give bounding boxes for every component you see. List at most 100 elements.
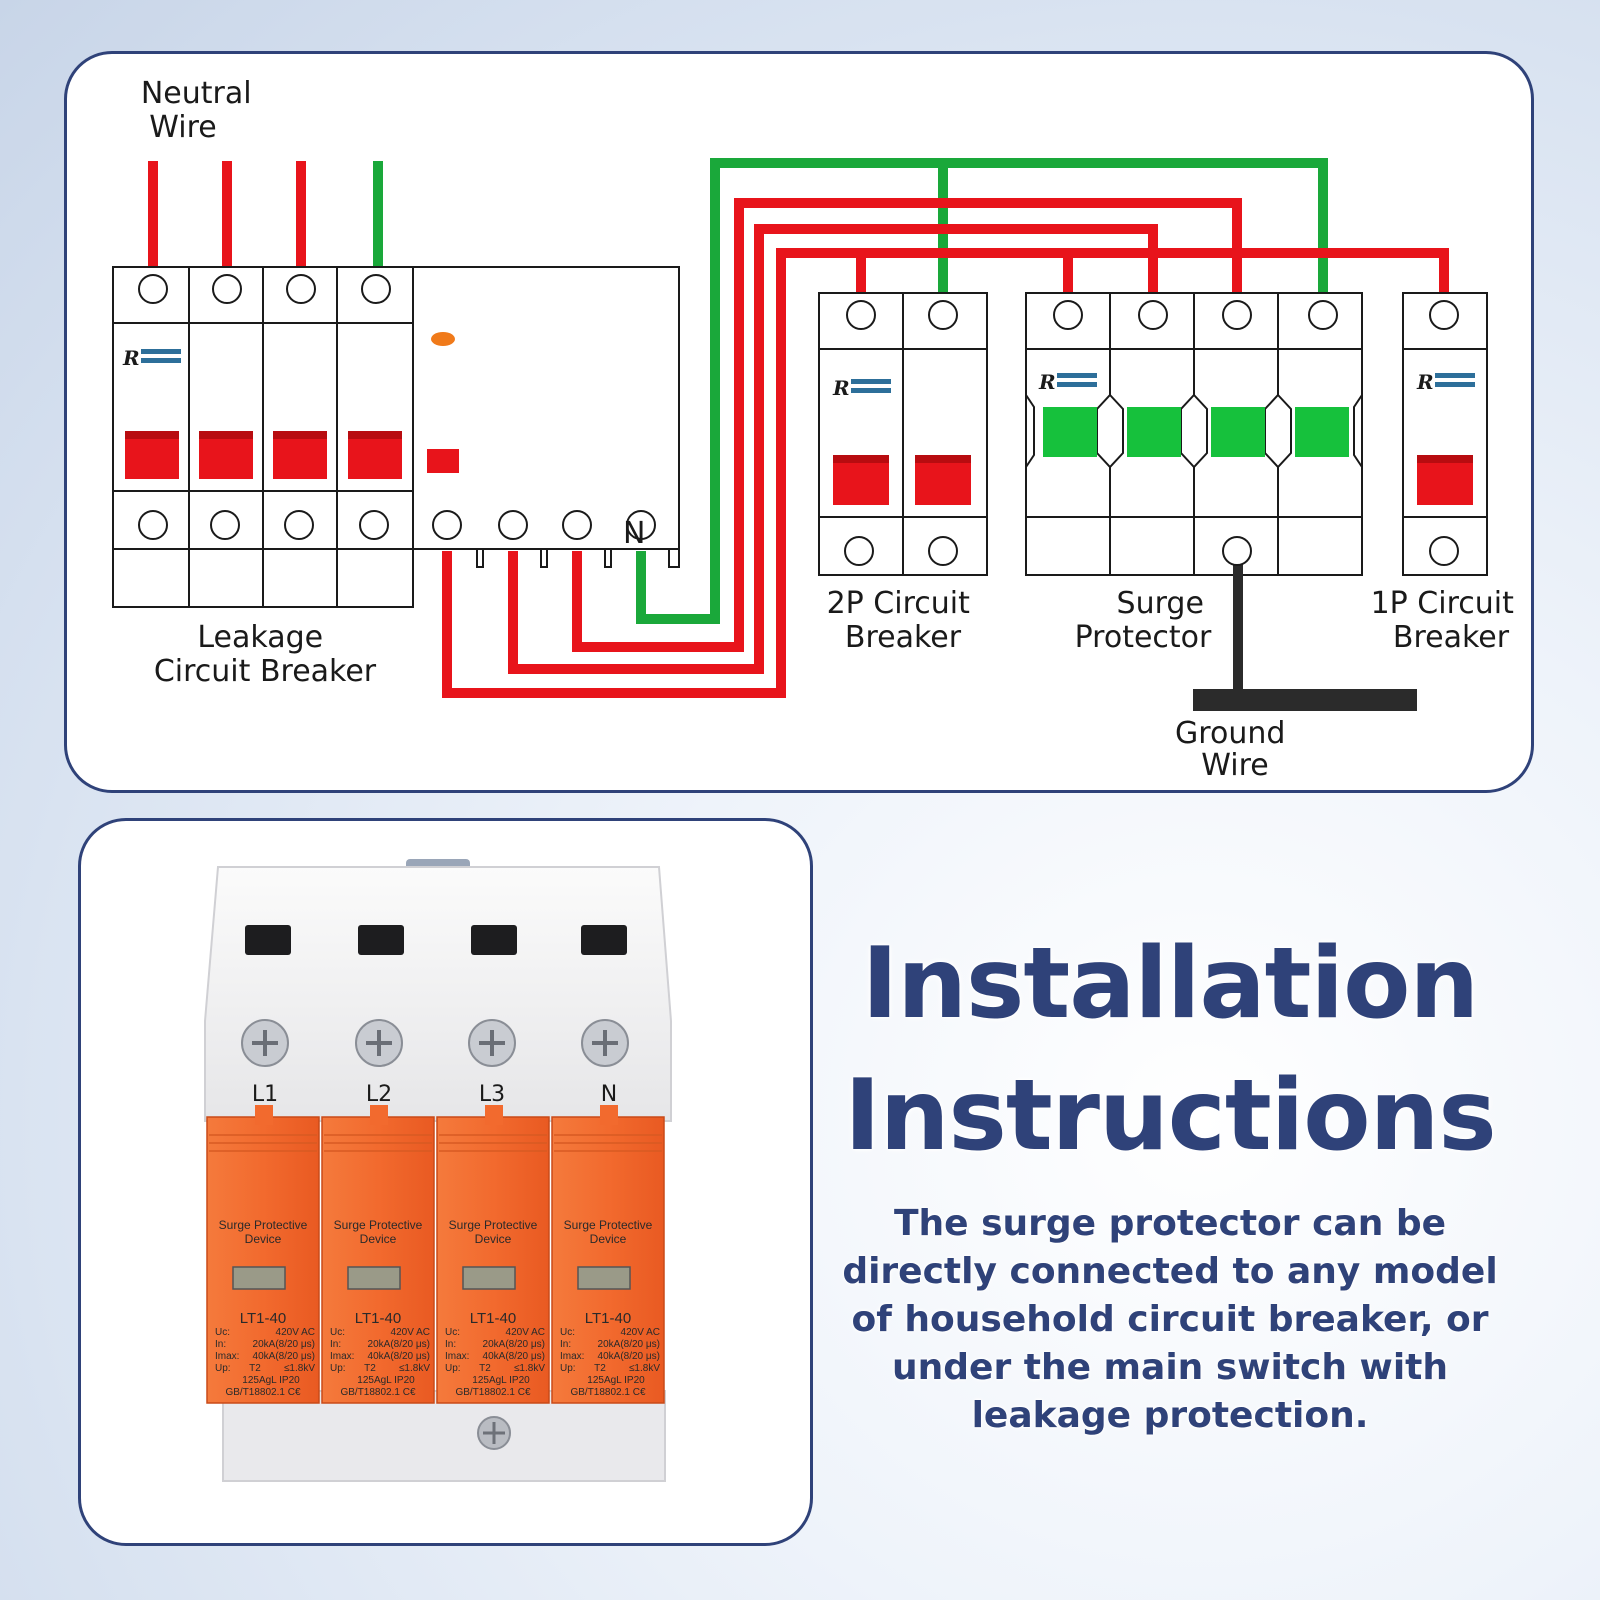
ground-wire-label: Ground Wire (1175, 716, 1295, 783)
spec-key: Imax: (445, 1351, 469, 1362)
surge-indicator-windows (1043, 407, 1349, 457)
surge-protector-device: L1 L2 L3 N Surge ProtectiveDeviceLT1-40U… (204, 859, 672, 1482)
title-line-1: Installation (861, 927, 1479, 1041)
spec-value: 40kA(8/20 μs) (368, 1351, 430, 1362)
module-title: Surge Protective (564, 1218, 653, 1232)
two-pole-breaker-label: 2P Circuit Breaker (827, 586, 980, 655)
spec-value: ≤1.8kV (284, 1363, 315, 1374)
title-line-2: Instructions (844, 1059, 1496, 1173)
spec-value: ≤1.8kV (629, 1363, 660, 1374)
spec-key: Imax: (215, 1351, 239, 1362)
class-badge: T2 (594, 1363, 606, 1374)
leakage-breaker-label: Leakage Circuit Breaker (154, 620, 377, 689)
spec-value: 40kA(8/20 μs) (598, 1351, 660, 1362)
leakage-circuit-breaker: R (112, 266, 680, 608)
test-indicator (431, 332, 455, 346)
standard-mark: GB/T18802.1 C€ (570, 1387, 645, 1398)
spec-key: Uc: (330, 1327, 345, 1338)
spec-value: 420V AC (391, 1327, 430, 1338)
terminal-label-n: N (601, 1082, 617, 1107)
breaker-handles (125, 431, 459, 479)
spec-key: In: (560, 1339, 571, 1350)
module-title: Surge Protective (334, 1218, 423, 1232)
spec-value: 20kA(8/20 μs) (253, 1339, 315, 1350)
one-pole-circuit-breaker: R (1402, 292, 1488, 576)
module-subtitle: Device (590, 1232, 627, 1246)
base-screw (477, 1416, 511, 1450)
svg-text:R: R (832, 376, 850, 400)
class-badge: T2 (249, 1363, 261, 1374)
spec-value: 420V AC (506, 1327, 545, 1338)
two-pole-circuit-breaker: R (818, 292, 988, 576)
module-model: LT1-40 (470, 1310, 516, 1327)
fuse-rating: 125AgL IP20 (587, 1375, 645, 1386)
spec-key: Uc: (215, 1327, 230, 1338)
standard-mark: GB/T18802.1 C€ (340, 1387, 415, 1398)
spec-value: 420V AC (621, 1327, 660, 1338)
module-title: Surge Protective (219, 1218, 308, 1232)
ground-bar (1193, 536, 1417, 711)
spec-key: In: (445, 1339, 456, 1350)
spec-key: Up: (560, 1363, 576, 1374)
spec-key: Imax: (560, 1351, 584, 1362)
surge-protector-label: Surge Protector (1075, 586, 1214, 655)
fuse-rating: 125AgL IP20 (242, 1375, 300, 1386)
standard-mark: GB/T18802.1 C€ (455, 1387, 530, 1398)
brand-logo: R (122, 346, 181, 370)
terminal-label-l3: L3 (479, 1082, 505, 1107)
spec-key: Imax: (330, 1351, 354, 1362)
description-text: The surge protector can be directly conn… (842, 1203, 1498, 1436)
spec-value: 20kA(8/20 μs) (368, 1339, 430, 1350)
module-title: Surge Protective (449, 1218, 538, 1232)
module-subtitle: Device (245, 1232, 282, 1246)
terminal-label-l1: L1 (252, 1082, 278, 1107)
spec-value: 420V AC (276, 1327, 315, 1338)
spec-key: In: (330, 1339, 341, 1350)
spec-value: 20kA(8/20 μs) (598, 1339, 660, 1350)
standard-mark: GB/T18802.1 C€ (225, 1387, 300, 1398)
spd-module-l3 (436, 1105, 550, 1404)
spec-key: Uc: (560, 1327, 575, 1338)
spec-value: ≤1.8kV (514, 1363, 545, 1374)
spec-value: 40kA(8/20 μs) (483, 1351, 545, 1362)
module-model: LT1-40 (585, 1310, 631, 1327)
spec-value: 20kA(8/20 μs) (483, 1339, 545, 1350)
one-pole-breaker-label: 1P Circuit Breaker (1371, 586, 1524, 655)
device-base (222, 1390, 666, 1482)
module-subtitle: Device (360, 1232, 397, 1246)
module-model: LT1-40 (240, 1310, 286, 1327)
fuse-rating: 125AgL IP20 (357, 1375, 415, 1386)
spec-key: Up: (330, 1363, 346, 1374)
svg-text:R: R (122, 346, 140, 370)
spec-key: In: (215, 1339, 226, 1350)
spec-key: Up: (445, 1363, 461, 1374)
terminal-screws (241, 1019, 629, 1067)
spec-value: 40kA(8/20 μs) (253, 1351, 315, 1362)
neutral-wire-label: Neutral Wire (141, 76, 261, 145)
terminal-label-l2: L2 (366, 1082, 392, 1107)
class-badge: T2 (479, 1363, 491, 1374)
module-subtitle: Device (475, 1232, 512, 1246)
svg-text:R: R (1038, 370, 1056, 394)
surge-protector-module: R (1025, 292, 1363, 576)
page-title: Installation Instructions (830, 918, 1510, 1182)
spec-key: Uc: (445, 1327, 460, 1338)
spd-module-n (551, 1105, 665, 1404)
module-ridges (209, 1134, 662, 1152)
device-housing (204, 866, 672, 1122)
class-badge: T2 (364, 1363, 376, 1374)
spd-module-l2 (321, 1105, 435, 1404)
spd-module-l1 (206, 1105, 320, 1404)
module-model: LT1-40 (355, 1310, 401, 1327)
terminal-holes (245, 925, 627, 955)
wiring-diagram-panel: R N R (64, 51, 1534, 793)
spec-value: ≤1.8kV (399, 1363, 430, 1374)
red-wires (148, 161, 1449, 698)
n-terminal-label: N (623, 516, 645, 551)
wiring-diagram: R N R (112, 76, 1524, 783)
svg-text:R: R (1416, 370, 1434, 394)
spec-key: Up: (215, 1363, 231, 1374)
fuse-rating: 125AgL IP20 (472, 1375, 530, 1386)
